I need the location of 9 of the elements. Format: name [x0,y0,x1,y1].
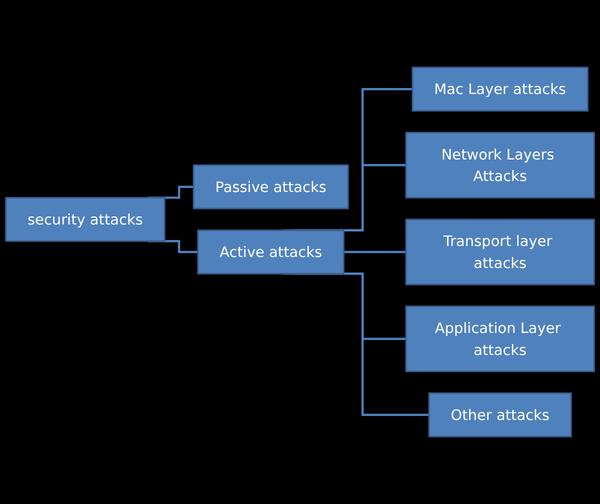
connector [344,250,408,254]
node-box: Passive attacks [192,164,349,210]
node-box: Other attacks [428,392,572,438]
node-box: Mac Layer attacks [412,66,588,112]
node-box: Network Layers Attacks [405,132,595,198]
node-box: Transport layer attacks [405,218,595,286]
node-box: Application Layer attacks [405,306,595,372]
node-box: security attacks [5,197,166,242]
node-box: Active attacks [197,230,344,274]
